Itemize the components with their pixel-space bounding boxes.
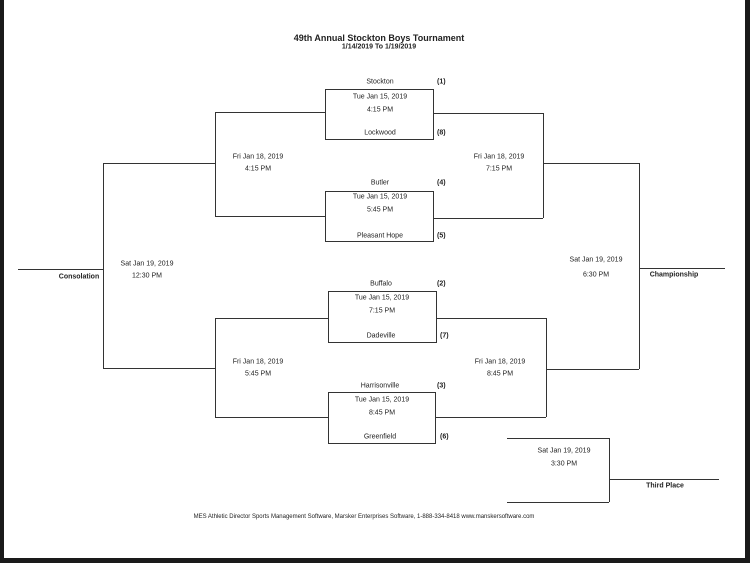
consolation-label: Consolation [58, 273, 100, 281]
team-bottom: Pleasant Hope [357, 232, 403, 240]
bracket-line [103, 163, 215, 164]
championship-time: 6:30 PM [582, 271, 610, 279]
third-place-time: 3:30 PM [550, 460, 578, 468]
match-box [325, 89, 434, 140]
match-date: Tue Jan 15, 2019 [354, 294, 410, 302]
match-date: Tue Jan 15, 2019 [352, 93, 408, 101]
match-date: Tue Jan 15, 2019 [354, 396, 410, 404]
bracket-line [436, 417, 546, 418]
team-bottom: Greenfield [363, 433, 397, 441]
seed: (5) [437, 232, 446, 240]
third-place-label: Third Place [646, 482, 684, 490]
semi-time: 8:45 PM [486, 370, 514, 378]
bracket-line [639, 268, 725, 269]
bracket-line [543, 113, 544, 218]
bracket-line [215, 417, 328, 418]
team-bottom: Lockwood [364, 129, 396, 137]
seed: (6) [440, 433, 449, 441]
third-place-date: Sat Jan 19, 2019 [537, 447, 591, 455]
bracket-line [507, 438, 609, 439]
bottom-edge [0, 558, 750, 563]
bracket-line [18, 269, 103, 270]
footer: MES Athletic Director Sports Management … [193, 514, 535, 520]
semi-date: Fri Jan 18, 2019 [473, 153, 525, 161]
consolation-time: 12:30 PM [132, 272, 162, 280]
bracket-line [103, 163, 104, 368]
bracket-line [609, 479, 719, 480]
bracket-line [437, 318, 546, 319]
semi-date: Fri Jan 18, 2019 [474, 358, 526, 366]
consolation-date: Sat Jan 19, 2019 [120, 260, 174, 268]
match-time: 5:45 PM [366, 206, 394, 214]
bracket-line [215, 112, 325, 113]
seed: (2) [437, 280, 446, 288]
bracket-line [507, 502, 609, 503]
right-edge [745, 0, 750, 563]
match-box [325, 191, 434, 242]
team-top: Butler [370, 179, 390, 187]
seed: (4) [437, 179, 446, 187]
match-date: Tue Jan 15, 2019 [352, 193, 408, 201]
team-top: Harrisonville [360, 382, 400, 390]
semi-time: 7:15 PM [485, 165, 513, 173]
match-box [328, 291, 437, 343]
seed: (3) [437, 382, 446, 390]
match-box [328, 392, 436, 444]
seed: (8) [437, 129, 446, 137]
semi-date: Fri Jan 18, 2019 [232, 153, 284, 161]
bracket-line [434, 113, 543, 114]
match-time: 8:45 PM [368, 409, 396, 417]
bracket-line [215, 112, 216, 216]
team-top: Stockton [366, 78, 394, 86]
bracket-line [103, 368, 215, 369]
bracket-line [639, 163, 640, 369]
semi-date: Fri Jan 18, 2019 [232, 358, 284, 366]
match-time: 4:15 PM [366, 106, 394, 114]
bracket-line [546, 318, 547, 417]
championship-date: Sat Jan 19, 2019 [569, 256, 623, 264]
bracket-line [543, 163, 639, 164]
page-title: 49th Annual Stockton Boys Tournament [293, 33, 465, 43]
championship-label: Championship [649, 271, 699, 279]
team-bottom: Dadeville [366, 332, 396, 340]
bracket-line [215, 216, 325, 217]
seed: (1) [437, 78, 446, 86]
semi-time: 5:45 PM [244, 370, 272, 378]
date-range: 1/14/2019 To 1/19/2019 [341, 43, 417, 51]
bracket-line [215, 318, 328, 319]
bracket-line [546, 369, 639, 370]
seed: (7) [440, 332, 449, 340]
bracket-line [215, 318, 216, 417]
left-edge [0, 0, 4, 563]
bracket-line [434, 218, 543, 219]
match-time: 7:15 PM [368, 307, 396, 315]
bracket-line [609, 438, 610, 502]
semi-time: 4:15 PM [244, 165, 272, 173]
team-top: Buffalo [370, 280, 392, 288]
